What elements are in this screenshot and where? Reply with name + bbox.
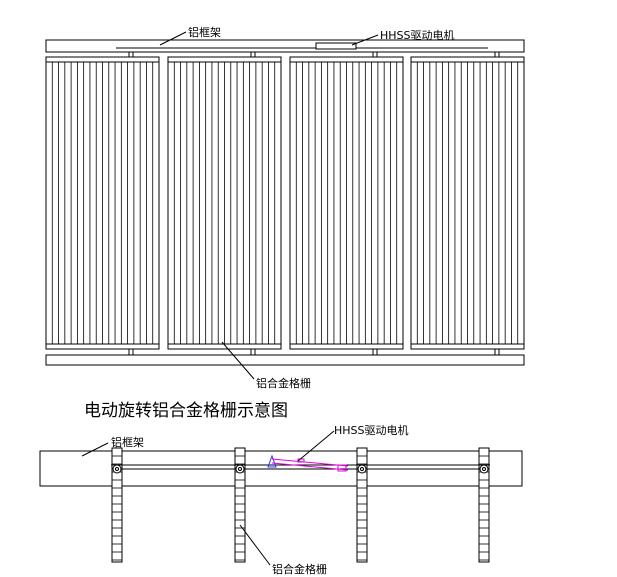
leader-frame-top: [159, 31, 187, 46]
column-body: [478, 447, 490, 563]
joint-tab-bottom: [128, 348, 134, 356]
side-view: 铝框架 HHSS驱动电机 铝合金格栅: [39, 423, 523, 576]
grille-panel: [410, 56, 525, 350]
grille-columns: [111, 447, 490, 563]
grille-column: [234, 447, 246, 563]
motor-arm-lower: [271, 462, 349, 471]
leader-motor-top: [351, 34, 379, 46]
panel-bottom-bar: [45, 343, 160, 350]
joint-tab-bottom: [250, 348, 256, 356]
joint-tab-top: [372, 51, 378, 58]
leader-motor-bottom: [297, 430, 335, 462]
leader-frame-bottom: [81, 442, 109, 457]
panel-bottom-bar: [410, 343, 525, 350]
motor-arm-upper: [271, 458, 349, 467]
joint-tab-bottom: [372, 348, 378, 356]
grille-column: [356, 447, 368, 563]
diagram-title: 电动旋转铝合金格栅示意图: [84, 401, 288, 421]
grille-panels: [45, 51, 525, 356]
label-frame-bottom: 铝框架: [111, 435, 144, 449]
leader-grille-bottom: [239, 524, 271, 566]
joint-tab-top: [494, 51, 500, 58]
joint-tab-top: [250, 51, 256, 58]
label-grille-bottom: 铝合金格栅: [272, 562, 327, 576]
grille-panel: [289, 56, 404, 350]
top-view: 铝框架 HHSS驱动电机 铝合金格栅: [45, 25, 525, 390]
column-body: [234, 447, 246, 563]
label-motor-top: HHSS驱动电机: [380, 28, 455, 42]
pivot-pin: [482, 467, 486, 471]
pivot-pin: [115, 467, 119, 471]
grille-column: [111, 447, 123, 563]
panel-top-bar: [410, 56, 525, 63]
grille-column: [478, 447, 490, 563]
motor-bracket-icon: [267, 454, 277, 468]
panel-top-bar: [167, 56, 282, 63]
panel-top-bar: [289, 56, 404, 63]
leader-grille-top: [221, 341, 255, 380]
pivot-joint: [479, 464, 489, 474]
label-frame-top: 铝框架: [188, 25, 221, 39]
pivot-joint: [112, 464, 122, 474]
joint-tab-top: [128, 51, 134, 58]
pivot-joint: [235, 464, 245, 474]
pivot-pin: [360, 467, 364, 471]
joint-tab-bottom: [494, 348, 500, 356]
column-body: [111, 447, 123, 563]
top-motor-housing: [315, 42, 357, 50]
pivot-joint: [357, 464, 367, 474]
panel-bottom-bar: [289, 343, 404, 350]
top-frame-rail: [45, 39, 525, 53]
panel-top-bar: [45, 56, 160, 63]
column-body: [356, 447, 368, 563]
grille-panel: [45, 56, 160, 350]
bottom-frame-rail: [45, 354, 525, 366]
pivot-pin: [238, 467, 242, 471]
label-motor-bottom: HHSS驱动电机: [334, 423, 409, 437]
label-grille-top: 铝合金格栅: [256, 376, 311, 390]
grille-panel: [167, 56, 282, 350]
motor-end-clamp: [337, 464, 347, 472]
